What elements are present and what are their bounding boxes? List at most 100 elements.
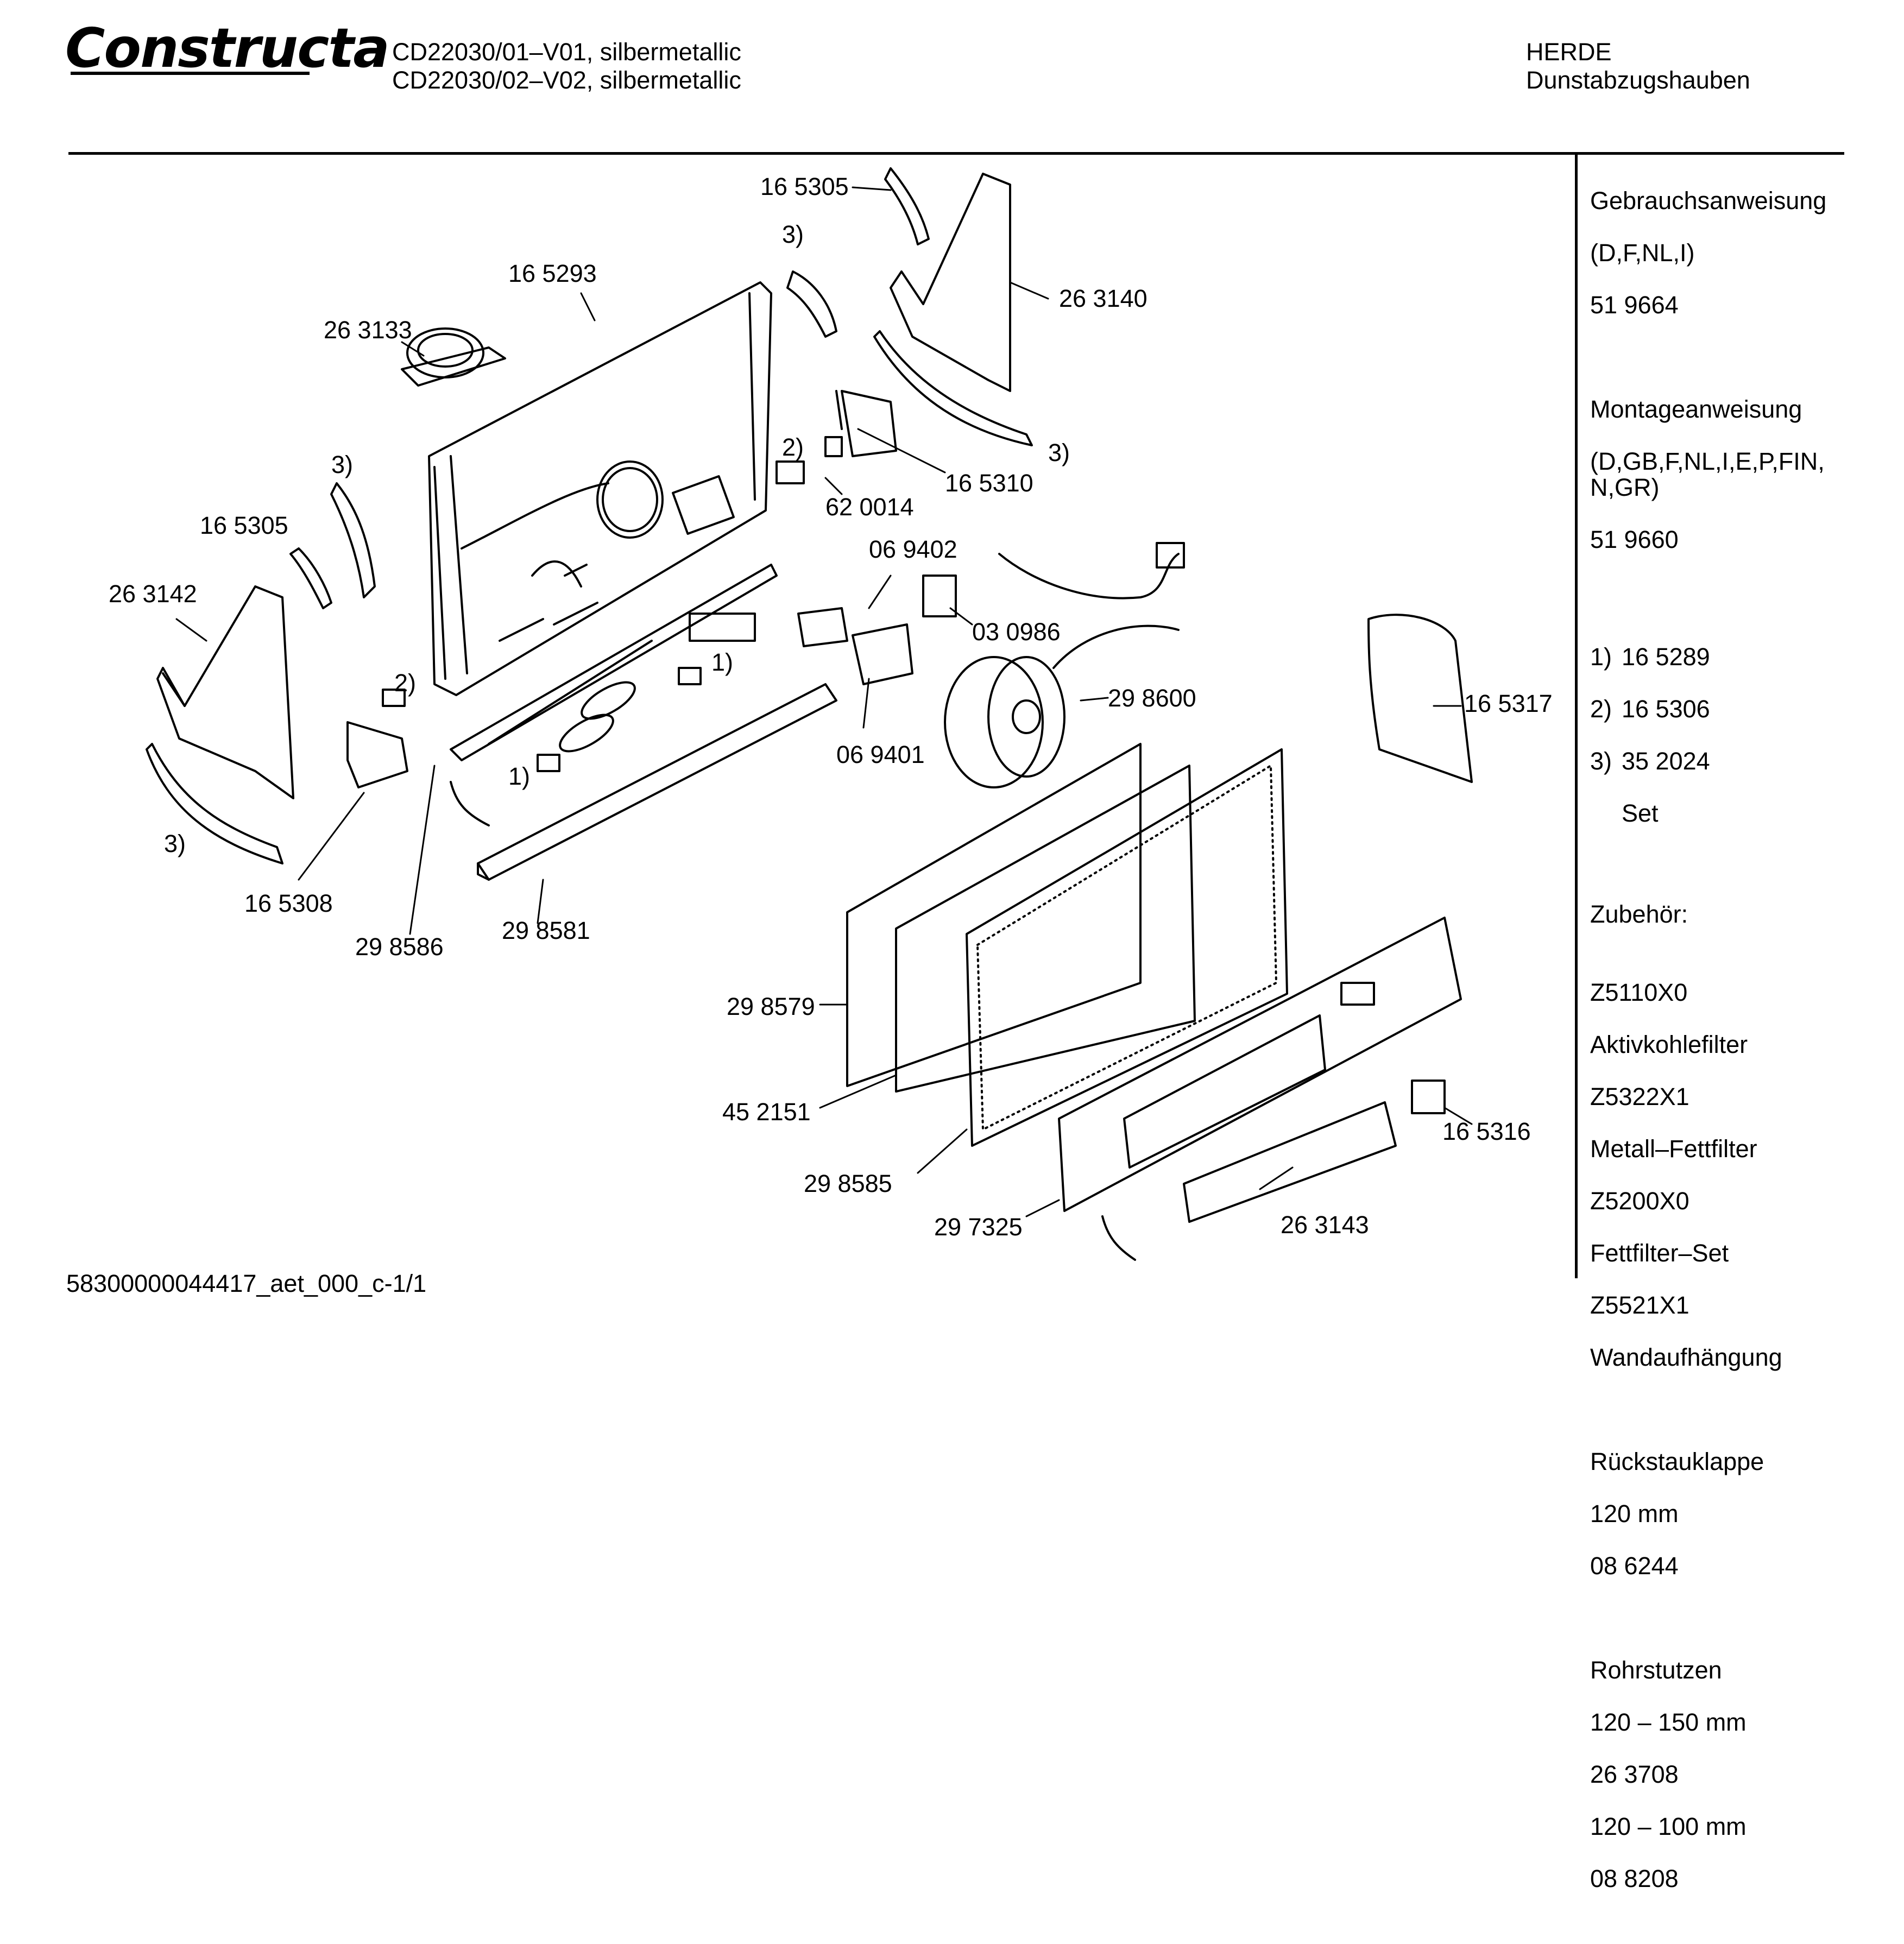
manual-title: Gebrauchsanweisung	[1590, 187, 1827, 214]
header-divider	[68, 152, 1844, 155]
terminal-bracket-drawing	[776, 390, 897, 484]
tray-drawing	[477, 683, 837, 881]
motor-cover-drawing	[401, 327, 506, 387]
part-label: 29 7325	[934, 1213, 1023, 1241]
part-label: 26 3140	[1059, 285, 1148, 312]
pipe-size-1: 120 – 150 mm	[1590, 1708, 1747, 1736]
part-label: 1)	[508, 762, 531, 790]
right-bracket-drawing	[786, 167, 1033, 446]
part-label: 3)	[331, 451, 354, 478]
cap-drawing	[346, 721, 408, 788]
filter-mats-drawing	[846, 743, 1196, 1093]
accessories-title: Zubehör:	[1590, 900, 1688, 928]
part-label: 1)	[711, 648, 734, 676]
part-label: 26 3133	[324, 316, 412, 344]
grease-filter-drawing	[966, 748, 1288, 1147]
valve-number: 08 6244	[1590, 1552, 1679, 1580]
accessory-code: Z5521X1	[1590, 1291, 1689, 1319]
accessory-name: Fettfilter–Set	[1590, 1239, 1729, 1267]
left-shade-drawing	[289, 482, 376, 609]
accessory-name: Aktivkohlefilter	[1590, 1031, 1748, 1058]
footnotes-block: 1) 16 5289 2) 16 5306 3) 35 2024 Set	[1590, 618, 1894, 853]
footnote-row: 1) 16 5289	[1590, 644, 1894, 670]
pipe-block: Rohrstutzen 120 – 150 mm 26 3708 120 – 1…	[1590, 1631, 1894, 1918]
manual-languages: (D,F,NL,I)	[1590, 239, 1695, 267]
left-bracket-drawing	[146, 585, 294, 864]
front-panel-drawing	[1058, 917, 1462, 1212]
valve-block: Rückstauklappe 120 mm 08 6244	[1590, 1423, 1894, 1605]
accessory-name: Metall–Fettfilter	[1590, 1135, 1757, 1163]
part-label: 3)	[164, 830, 186, 857]
pipe-title: Rohrstutzen	[1590, 1656, 1722, 1684]
switch-drawing	[1411, 1080, 1446, 1114]
install-languages: (D,GB,F,NL,I,E,P,FIN, N,GR)	[1590, 447, 1825, 501]
part-label: 29 8581	[502, 917, 590, 944]
part-label: 06 9401	[836, 741, 925, 768]
arrow-icon	[1101, 1215, 1136, 1261]
part-label: 3)	[782, 220, 804, 248]
accessory-code: Z5200X0	[1590, 1187, 1689, 1215]
part-label: 16 5316	[1442, 1118, 1531, 1145]
light-rail-drawing	[450, 564, 778, 772]
part-label: 26 3142	[109, 580, 197, 608]
install-block: Montageanweisung (D,GB,F,NL,I,E,P,FIN, N…	[1590, 370, 1894, 579]
part-label: 29 8579	[727, 993, 815, 1020]
footnote-value: 35 2024	[1622, 747, 1710, 775]
footnote-value: 16 5306	[1622, 695, 1710, 723]
part-label: 16 5293	[508, 260, 597, 287]
pipe-size-2: 120 – 100 mm	[1590, 1813, 1747, 1840]
valve-size: 120 mm	[1590, 1500, 1679, 1528]
arrow-icon	[450, 781, 490, 826]
manufacturer: HERDE	[1526, 38, 1612, 66]
hood-body-drawing	[428, 281, 772, 696]
pipe-number-2: 08 8208	[1590, 1865, 1679, 1892]
part-label: 29 8585	[804, 1170, 892, 1197]
footnote-key: 1)	[1590, 643, 1612, 671]
part-label: 3)	[1048, 439, 1070, 466]
footnote-value: Set	[1622, 799, 1659, 827]
part-label: 45 2151	[722, 1098, 811, 1126]
part-label: 06 9402	[869, 535, 957, 563]
logo-underline	[71, 72, 310, 75]
part-label: 26 3143	[1281, 1211, 1369, 1239]
part-label: 16 5305	[200, 512, 288, 539]
footnote-row: Set	[1590, 800, 1894, 826]
document-id-footer: 58300000044417_aet_000_c-1/1	[66, 1270, 427, 1297]
part-label: 16 5305	[760, 173, 849, 200]
part-label: 16 5317	[1464, 690, 1553, 717]
part-label: 16 5310	[945, 469, 1033, 497]
back-cover-drawing	[1367, 614, 1473, 783]
footnote-key: 2)	[1590, 695, 1612, 723]
accessory-code: Z5110X0	[1590, 979, 1688, 1006]
accessory-name: Wandaufhängung	[1590, 1343, 1782, 1371]
brand-logo: Constructa	[65, 16, 390, 80]
pipe-number-1: 26 3708	[1590, 1760, 1679, 1788]
part-label: 29 8586	[355, 933, 444, 961]
part-label: 29 8600	[1108, 684, 1196, 712]
model-line-1: CD22030/01–V01, silbermetallic	[392, 38, 741, 66]
model-line-2: CD22030/02–V02, silbermetallic	[392, 66, 741, 94]
switch-box-drawing	[797, 607, 913, 685]
manual-block: Gebrauchsanweisung (D,F,NL,I) 51 9664	[1590, 162, 1894, 344]
part-label: 2)	[782, 433, 804, 461]
part-label: 62 0014	[825, 493, 914, 521]
install-title: Montageanweisung	[1590, 395, 1802, 423]
leader-lines	[175, 186, 1473, 1217]
product-category: Dunstabzugshauben	[1526, 66, 1750, 94]
manual-number: 51 9664	[1590, 291, 1679, 319]
footnote-key: 3)	[1590, 747, 1612, 775]
footnote-row: 3) 35 2024	[1590, 748, 1894, 774]
footnote-value: 16 5289	[1622, 643, 1710, 671]
part-label: 2)	[394, 669, 417, 697]
valve-title: Rückstauklappe	[1590, 1448, 1764, 1475]
accessory-code: Z5322X1	[1590, 1083, 1689, 1110]
part-label: 16 5308	[244, 889, 333, 917]
power-cord-drawing	[998, 542, 1185, 599]
sidebar-divider	[1575, 154, 1578, 1278]
footnote-row: 2) 16 5306	[1590, 696, 1894, 722]
grille-drawing	[1183, 1101, 1397, 1223]
part-label: 03 0986	[972, 618, 1061, 646]
install-number: 51 9660	[1590, 526, 1679, 553]
exploded-diagram	[146, 167, 1473, 1261]
terminal-block-drawing	[922, 575, 957, 617]
